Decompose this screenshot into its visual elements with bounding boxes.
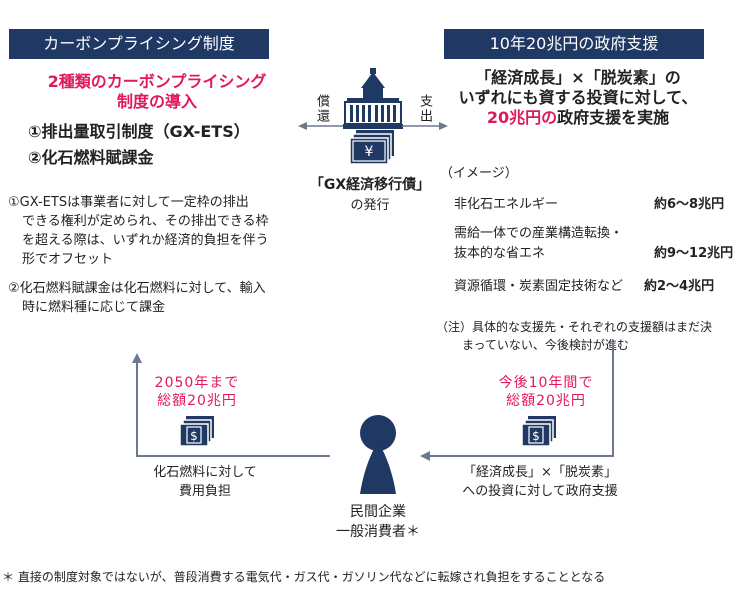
note-ets-line3: を超える際は、いずれか経済的負担を伴う — [22, 233, 269, 248]
note-line1: （注）具体的な支援先・それぞれの支援額はまだ決 — [436, 320, 713, 334]
note-line2: まっていない、今後検討が進む — [462, 338, 629, 352]
flow-arrowhead-up — [132, 353, 142, 363]
note-ets-line1: ①GX-ETSは事業者に対して一定枠の排出 — [8, 195, 249, 210]
note-levy-line1: ②化石燃料賦課金は化石燃料に対して、輸入 — [8, 281, 266, 296]
right-total-line1: 今後10年間で — [498, 375, 594, 391]
left-total-line1: 2050年まで — [154, 375, 240, 391]
person-label-line1: 民間企業 — [350, 504, 406, 520]
person-icon — [360, 415, 396, 494]
support-amount-highlight: 20兆円の — [486, 108, 558, 127]
support-row: 資源循環・炭素固定技術など 約2～4兆円 — [454, 275, 734, 294]
note-ets-line2: できる権利が定められ、その排出できる枠 — [22, 214, 269, 229]
note-levy-line2: 時に燃料種に応じて課金 — [22, 300, 166, 315]
bond-sublabel: の発行 — [350, 198, 390, 213]
flow-line-left-horizontal — [136, 455, 330, 457]
note-ets-line4: 形でオフセット — [22, 252, 114, 267]
right-total: 今後10年間で 総額20兆円 — [486, 374, 606, 410]
left-header: カーボンプライシング制度 — [9, 29, 269, 59]
intro-item-ets: ①排出量取引制度（GX-ETS） — [28, 122, 250, 141]
redemption-arrow — [298, 122, 344, 130]
row-value: 約9～12兆円 — [654, 246, 734, 261]
row-label: 資源循環・炭素固定技術など — [454, 279, 624, 294]
yen-symbol: ¥ — [365, 144, 374, 160]
image-label: （イメージ） — [440, 166, 518, 181]
left-flow-desc-line1: 化石燃料に対して — [153, 465, 257, 480]
dollar-symbol: $ — [532, 429, 540, 443]
support-row: 需給一体での産業構造転換・ 抜本的な省エネ 約9～12兆円 — [454, 224, 734, 264]
left-flow-desc-line2: 費用負担 — [178, 484, 231, 499]
person-label-line2: 一般消費者＊ — [336, 524, 420, 540]
bond-label: 「GX経済移行債」 — [309, 177, 431, 193]
row-label: 非化石エネルギー — [454, 197, 559, 212]
intro-title-line2: 制度の導入 — [116, 92, 197, 111]
expenditure-arrow — [402, 122, 448, 130]
footnote: ＊ 直接の制度対象ではないが、普段消費する電気代・ガス代・ガソリン代などに転嫁さ… — [2, 570, 606, 584]
redemption-label: 償還 — [314, 94, 329, 124]
parliament-icon — [343, 68, 403, 129]
row-value: 約2～4兆円 — [644, 279, 715, 294]
left-notes: ①GX-ETSは事業者に対して一定枠の排出 できる権利が定められ、その排出できる… — [8, 193, 308, 317]
support-heading: 「経済成長」×「脱炭素」の いずれにも資する投資に対して、 20兆円の政府支援を… — [428, 68, 728, 128]
money-icon-left: $ — [179, 416, 214, 447]
intro-item-levy: ②化石燃料賦課金 — [28, 148, 154, 167]
intro-items: ①排出量取引制度（GX-ETS） ②化石燃料賦課金 — [28, 119, 250, 171]
right-flow-desc: 「経済成長」×「脱炭素」 への投資に対して政府支援 — [440, 463, 640, 501]
intro-title: 2種類のカーボンプライシング 制度の導入 — [32, 72, 282, 112]
left-total-line2: 総額20兆円 — [157, 393, 237, 409]
dollar-symbol: $ — [190, 429, 198, 443]
flow-line-right-vertical — [612, 342, 614, 456]
support-heading-line1: 「経済成長」×「脱炭素」の — [475, 68, 681, 87]
flow-arrowhead-left — [420, 451, 430, 461]
right-header: 10年20兆円の政府支援 — [444, 29, 704, 59]
bond-icon: ¥ — [349, 130, 394, 165]
right-flow-desc-line1: 「経済成長」×「脱炭素」 — [463, 465, 617, 480]
row-label: 需給一体での産業構造転換・ — [454, 226, 624, 241]
flow-line-right-horizontal — [428, 455, 614, 457]
money-icon-right: $ — [521, 416, 556, 447]
right-total-line2: 総額20兆円 — [506, 393, 586, 409]
expenditure-label: 支出 — [417, 94, 432, 124]
row-value: 約6～8兆円 — [654, 197, 725, 212]
flow-line-left-vertical — [136, 362, 138, 456]
person-label: 民間企業 一般消費者＊ — [318, 502, 438, 542]
left-flow-desc: 化石燃料に対して 費用負担 — [130, 463, 280, 501]
support-heading-line3: 政府支援を実施 — [557, 108, 670, 127]
row-label-cont: 抜本的な省エネ — [454, 246, 546, 261]
right-flow-desc-line2: への投資に対して政府支援 — [462, 484, 618, 499]
support-row: 非化石エネルギー 約6～8兆円 — [454, 193, 734, 212]
support-heading-line2: いずれにも資する投資に対して、 — [458, 88, 698, 107]
left-total: 2050年まで 総額20兆円 — [142, 374, 252, 410]
support-note: （注）具体的な支援先・それぞれの支援額はまだ決 まっていない、今後検討が進む — [436, 318, 736, 354]
intro-title-line1: 2種類のカーボンプライシング — [47, 72, 267, 91]
